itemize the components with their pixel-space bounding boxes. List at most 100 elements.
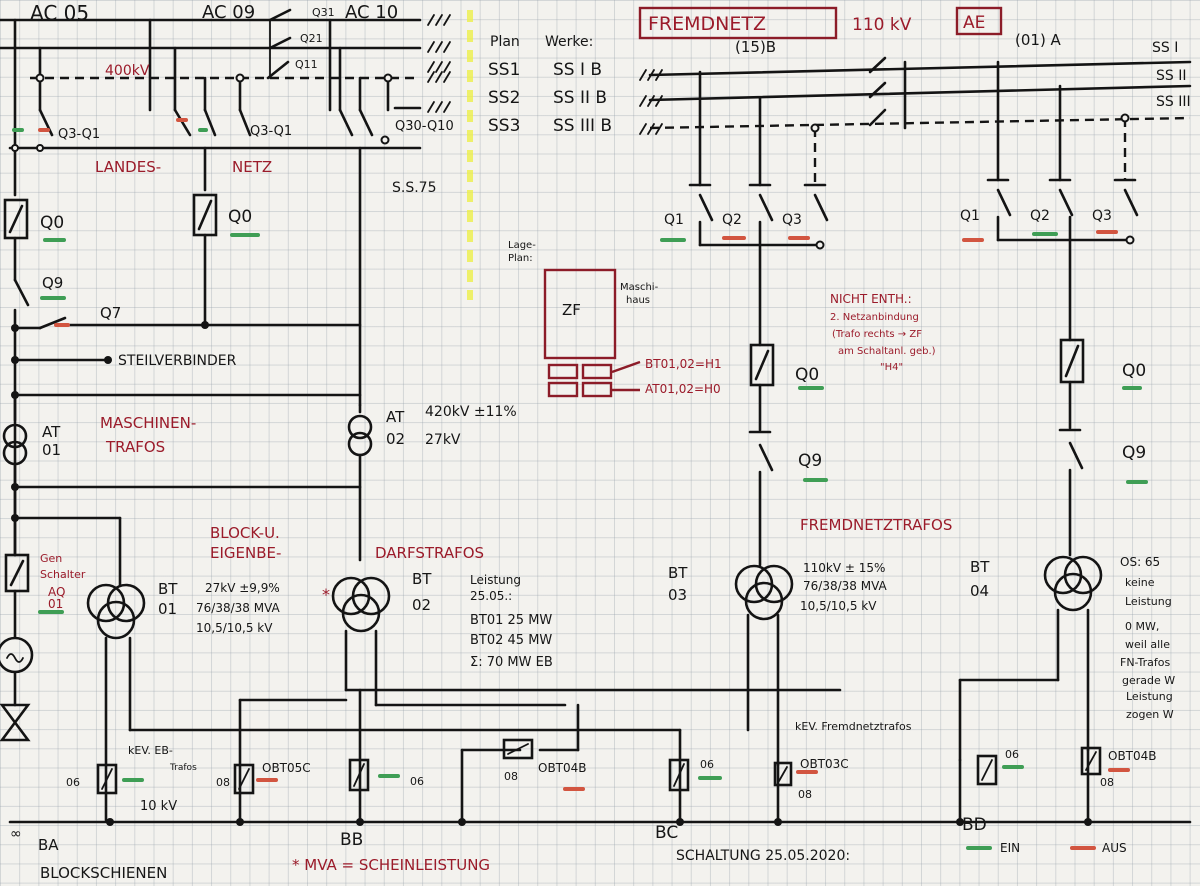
fn-q3-a: Q3: [782, 212, 802, 228]
label-q3-q1-a: Q3-Q1: [58, 127, 100, 142]
note-os-8: Leistung: [1126, 690, 1173, 703]
plan-header: Plan: [490, 34, 520, 50]
feeder-ac05: AC 05: [30, 1, 89, 25]
plan-werk-1: SS I B: [553, 60, 602, 80]
block-transformers: [86, 576, 842, 822]
lageplan-title-2: Plan:: [508, 253, 533, 264]
label-q11: Q11: [295, 58, 318, 71]
bottom-mva-note: * MVA = SCHEINLEISTUNG: [292, 856, 490, 874]
label-bt01-b: 01: [158, 600, 177, 618]
bottom-schaltung: SCHALTUNG 25.05.2020:: [676, 848, 850, 864]
note-os-1: OS: 65: [1120, 555, 1160, 569]
label-steilverbinder: STEILVERBINDER: [118, 353, 237, 369]
note-nicht-5: "H4": [880, 362, 903, 373]
block-title-3: DARFSTRAFOS: [375, 544, 484, 562]
fn-trafo-spec-2: 76/38/38 MVA: [803, 579, 888, 593]
lageplan-bt-ref: BT01,02=H1: [645, 357, 722, 371]
label-at01-b: 01: [42, 441, 61, 459]
label-q3-q1-b: Q3-Q1: [250, 124, 292, 139]
plan-ss3: SS3: [488, 116, 520, 136]
bottom-obt04b-a: OBT04B: [538, 761, 587, 775]
gen-label-2: Schalter: [40, 568, 86, 581]
bottom-obt05c: OBT05C: [262, 761, 311, 775]
plan-ss1: SS1: [488, 60, 520, 80]
bottom-06-c: 06: [700, 758, 714, 771]
block-spec-1: 27kV ±9,9%: [205, 581, 280, 595]
foreign-grid-busbars: [638, 6, 1192, 187]
bus-ba: BA: [38, 836, 59, 854]
bus-bc: BC: [655, 823, 678, 843]
label-bt03-a: BT: [668, 564, 688, 582]
aq-label-2: 01: [48, 597, 63, 611]
fn-bay-bt04: [958, 188, 1139, 762]
legend-ein: EIN: [1000, 841, 1020, 855]
label-q21: Q21: [300, 32, 323, 45]
label-q9: Q9: [42, 274, 63, 292]
fn-bus-1: SS I: [1152, 40, 1178, 56]
bottom-10kv: 10 kV: [140, 799, 177, 814]
plan-werke: Werke:: [545, 34, 593, 50]
bottom-08-d: 08: [1100, 776, 1114, 789]
fn-trafo-spec-3: 10,5/10,5 kV: [800, 599, 877, 613]
fn-bay-bt03: [698, 193, 829, 767]
note-nicht-4: am Schaltanl. geb.): [838, 346, 936, 357]
plan-ss2: SS2: [488, 88, 520, 108]
fn-title: FREMDNETZ: [648, 13, 766, 35]
fn-q3-b: Q3: [1092, 208, 1112, 224]
note-os-6: FN-Trafos: [1120, 656, 1170, 669]
left-feeder-bay: [3, 8, 393, 557]
fn-q0-b: Q0: [1122, 361, 1146, 381]
fn-sub-15b: (15)B: [735, 38, 776, 56]
plan-werk-2: SS II B: [553, 88, 607, 108]
label-at02-b: 02: [386, 430, 405, 448]
bottom-bus-symbol: ∞: [10, 826, 22, 842]
label-q30-q10: Q30-Q10: [395, 119, 454, 134]
fn-bus-2: SS II: [1156, 68, 1186, 84]
block-spec-3: 10,5/10,5 kV: [196, 621, 273, 635]
left-grid-kv: 400kV: [105, 63, 150, 79]
note-nicht-2: 2. Netzanbindung: [830, 312, 919, 323]
block-title-1: BLOCK-U.: [210, 524, 280, 542]
labels: AC 05 AC 09 Q31 AC 10 Q21 Q11 400kV LAND…: [10, 1, 1191, 882]
block-sum: Σ: 70 MW EB: [470, 655, 553, 670]
fn-kv: 110 kV: [852, 15, 912, 35]
gen-label-1: Gen: [40, 552, 62, 565]
label-q0-a: Q0: [40, 213, 64, 233]
bus-bb: BB: [340, 830, 363, 850]
block-title-2: EIGENBE-: [210, 544, 281, 562]
note-nicht-3: (Trafo rechts → ZF: [832, 329, 922, 340]
label-bt04-a: BT: [970, 558, 990, 576]
label-bt04-b: 04: [970, 582, 989, 600]
bottom-kev-fn: kEV. Fremdnetztrafos: [795, 720, 912, 733]
bottom-08-a: 08: [216, 776, 230, 789]
left-busbars: [0, 14, 451, 150]
bottom-08-b: 08: [504, 770, 518, 783]
at-title-2: TRAFOS: [105, 438, 165, 456]
block-spec-2: 76/38/38 MVA: [196, 601, 281, 615]
lageplan-zf: ZF: [562, 301, 581, 319]
fn-trafos-title: FREMDNETZTRAFOS: [800, 516, 952, 534]
block-bt02-mw: BT02 45 MW: [470, 633, 552, 648]
bottom-obt04b-b: OBT04B: [1108, 749, 1157, 763]
bottom-trafos: Trafos: [169, 763, 197, 773]
generator-symbol: [0, 636, 34, 674]
note-os-4: 0 MW,: [1125, 620, 1159, 633]
fn-q2-a: Q2: [722, 212, 742, 228]
block-star: *: [322, 585, 330, 604]
bottom-kev-eb: kEV. EB-: [128, 744, 173, 757]
label-bt03-b: 03: [668, 586, 687, 604]
note-os-3: Leistung: [1125, 595, 1172, 608]
switch-state-markers: [12, 118, 1148, 850]
bottom-08-c: 08: [798, 788, 812, 801]
generator-bay: [0, 553, 34, 742]
note-os-2: keine: [1125, 576, 1155, 589]
lageplan-house-1: Maschi-: [620, 282, 659, 293]
bottom-blockschienen: BLOCKSCHIENEN: [40, 864, 167, 882]
feeder-ac09: AC 09: [202, 2, 255, 23]
bottom-06-a: 06: [66, 776, 80, 789]
note-os-5: weil alle: [1125, 638, 1170, 651]
lageplan-house-2: haus: [626, 295, 650, 306]
machine-transformers: [2, 393, 373, 587]
